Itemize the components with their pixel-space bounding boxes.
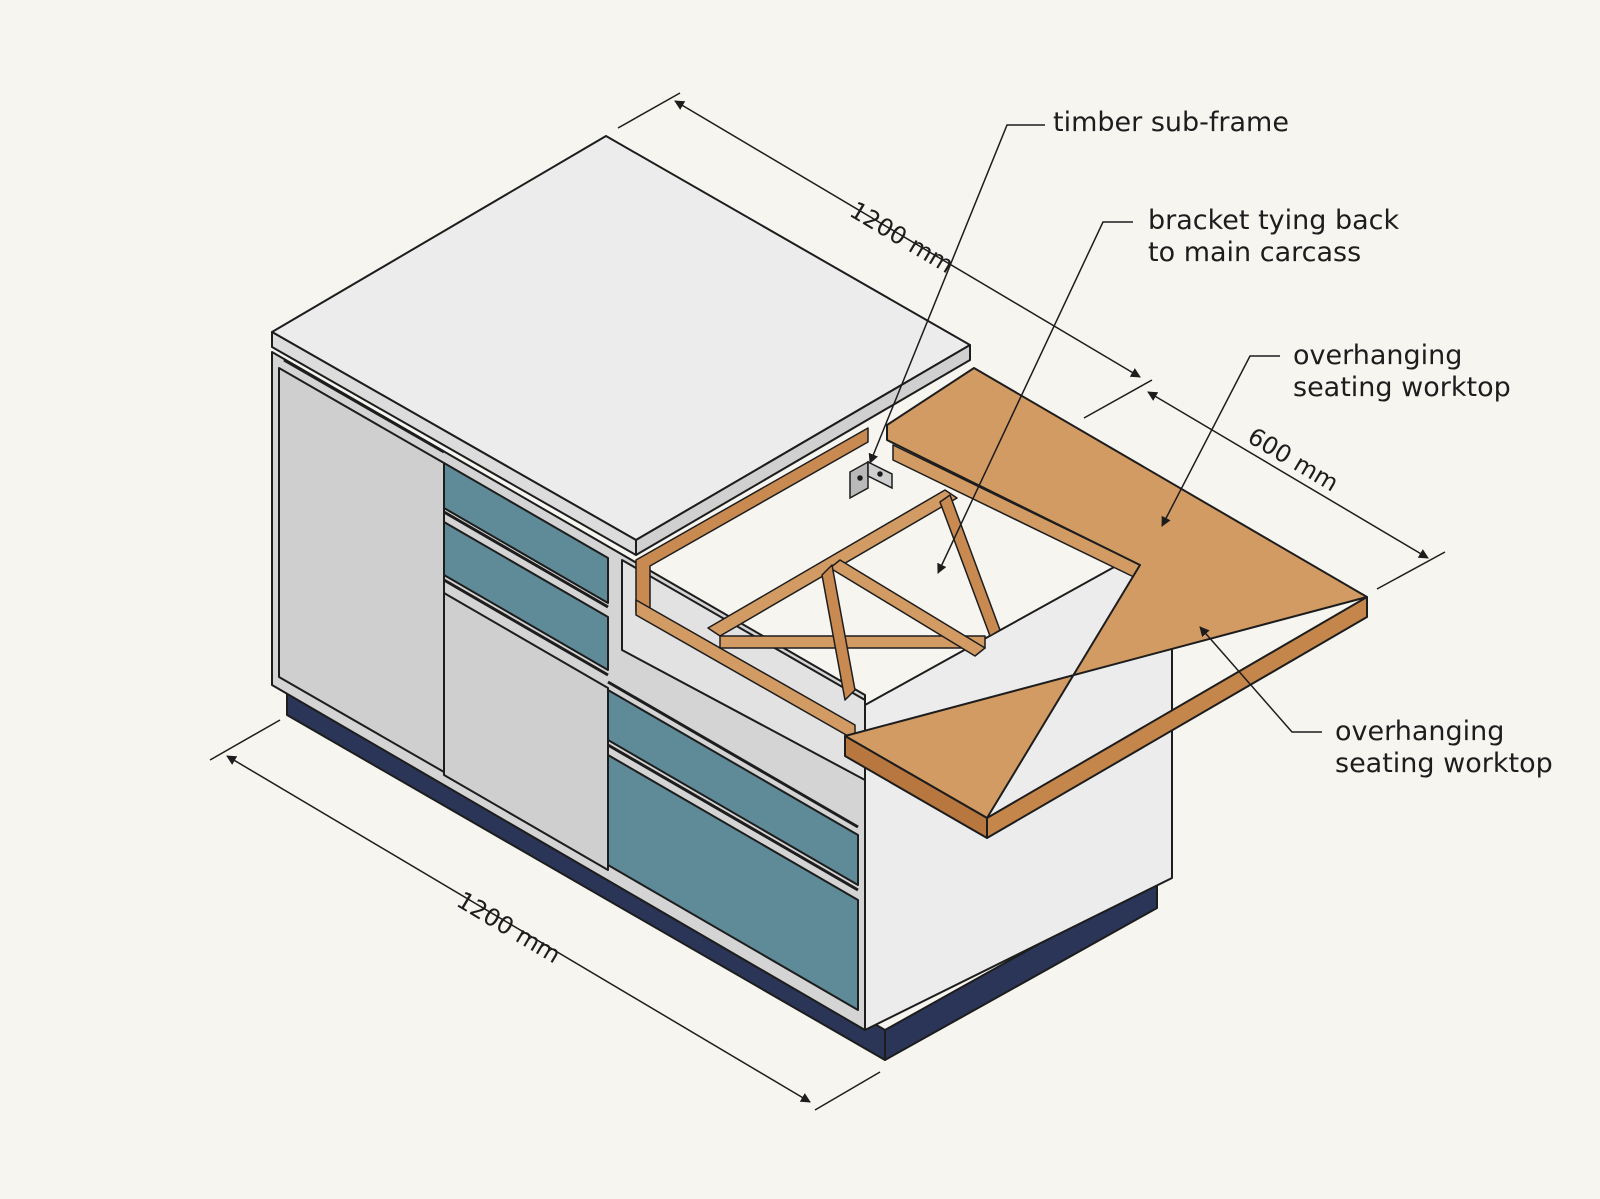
callout-worktop-upper-line-1: overhanging <box>1293 340 1463 371</box>
callout-worktop-lower: overhanging seating worktop <box>1335 716 1553 780</box>
dimension-overhang-width: 600 mm <box>1243 422 1343 497</box>
callout-worktop-upper-line-2: seating worktop <box>1293 372 1511 403</box>
drawer-2 <box>443 521 609 671</box>
dimension-lines <box>209 92 1446 1111</box>
callout-bracket-line-1: bracket tying back <box>1148 205 1400 236</box>
callout-timber-sub-frame: timber sub-frame <box>1053 107 1289 138</box>
steel-bracket <box>849 460 893 500</box>
callout-leaders <box>868 124 1322 733</box>
callout-bracket: bracket tying back to main carcass <box>1148 205 1399 269</box>
callout-worktop-lower-line-1: overhanging <box>1335 716 1505 747</box>
dimension-top-length: 1200 mm <box>845 196 959 279</box>
drawer-1 <box>443 462 609 604</box>
callout-worktop-lower-line-2: seating worktop <box>1335 748 1553 779</box>
callout-worktop-upper: overhanging seating worktop <box>1293 340 1511 404</box>
timber-worktop-side-edge <box>986 596 1368 839</box>
callout-bracket-line-2: to main carcass <box>1148 237 1362 268</box>
dimension-front-length: 1200 mm <box>452 886 566 969</box>
